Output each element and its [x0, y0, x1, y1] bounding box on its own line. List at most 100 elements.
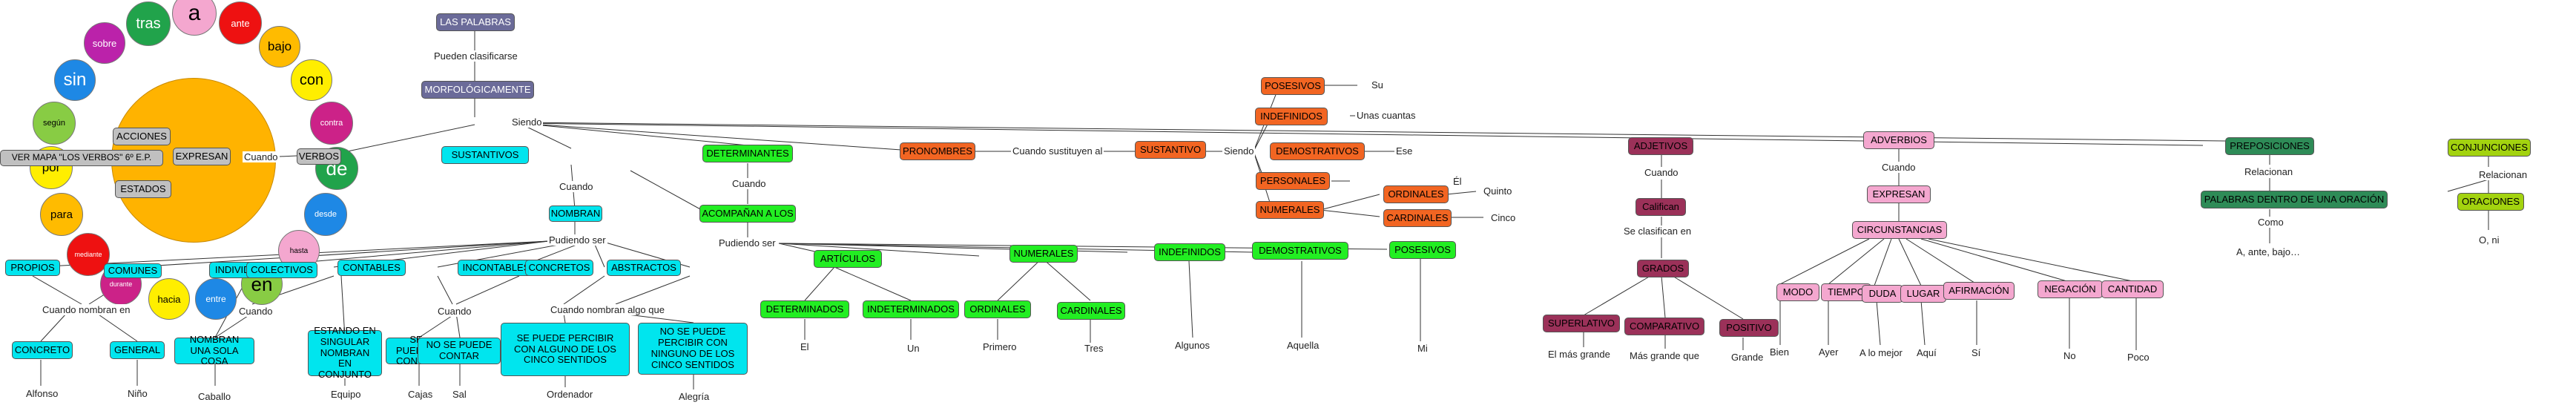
label-pron-ese: Ese	[1394, 145, 1414, 157]
node-adverbios: ADVERBIOS	[1863, 131, 1934, 149]
label-cuando-nombran-en: Cuando nombran en	[41, 304, 132, 315]
label-det-cuando: Cuando	[731, 178, 768, 189]
label-no: No	[2062, 350, 2078, 361]
label-nino: Niño	[126, 388, 149, 399]
label-adj-cuando: Cuando	[1643, 167, 1680, 178]
node-pron-demostrativos: DEMOSTRATIVOS	[1270, 142, 1365, 160]
label-pron-quinto: Quinto	[1482, 185, 1514, 197]
circle-entre: entre	[195, 278, 237, 320]
node-pron-personales: PERSONALES	[1256, 172, 1330, 190]
node-lugar: LUGAR	[1900, 285, 1946, 303]
node-det-numerales: NUMERALES	[1009, 245, 1078, 263]
node-det-demostrativos: DEMOSTRATIVOS	[1252, 242, 1348, 260]
node-pronombres: PRONOMBRES	[900, 142, 975, 160]
label-pron-el: Él	[1452, 176, 1463, 187]
label-bien: Bien	[1768, 346, 1791, 358]
node-determinados: DETERMINADOS	[760, 300, 849, 318]
circle-a: a	[172, 0, 217, 36]
circle-sobre: sobre	[84, 22, 125, 64]
label-det-el: El	[799, 341, 811, 352]
node-comunes: COMUNES	[104, 263, 162, 278]
node-nombran: NOMBRAN	[549, 206, 602, 222]
node-pron-cardinales: CARDINALES	[1383, 209, 1452, 227]
circle-desde: desde	[304, 193, 347, 236]
label-cajas: Cajas	[406, 389, 435, 400]
label-a-lo-mejor: A lo mejor	[1858, 347, 1904, 358]
circle-bajo: bajo	[259, 26, 300, 68]
label-det-pudiendo-ser: Pudiendo ser	[717, 237, 777, 249]
node-contables: CONTABLES	[337, 260, 406, 276]
node-det-posesivos: POSESIVOS	[1389, 241, 1456, 259]
node-indeterminados: INDETERMINADOS	[863, 300, 959, 318]
node-califican: Califican	[1635, 198, 1686, 216]
label-ordenador: Ordenador	[545, 389, 595, 400]
label-mas-grande-que: Más grande que	[1628, 350, 1701, 361]
node-palabras-dentro-oracion: PALABRAS DENTRO DE UNA ORACIÓN	[2201, 191, 2388, 208]
label-conj-ejemplos: O, ni	[2477, 234, 2501, 246]
node-adjetivos: ADJETIVOS	[1628, 137, 1693, 155]
label-poco: Poco	[2126, 352, 2151, 363]
label-contables-cuando: Cuando	[436, 306, 473, 317]
node-superlativo: SUPERLATIVO	[1543, 315, 1620, 332]
node-modo: MODO	[1776, 283, 1819, 301]
node-determinantes: DETERMINANTES	[702, 145, 793, 162]
label-det-un: Un	[906, 343, 921, 354]
label-det-aquella: Aquella	[1285, 340, 1321, 351]
link-ver-mapa-verbos[interactable]: VER MAPA "LOS VERBOS" 6º E.P.	[0, 150, 163, 166]
label-cuando-sustituyen-al: Cuando sustituyen al	[1011, 145, 1104, 157]
label-alfonso: Alfonso	[24, 388, 60, 399]
label-prep-relacionan: Relacionan	[2243, 166, 2295, 177]
node-adv-expresan: EXPRESAN	[1867, 185, 1931, 203]
circle-para: para	[40, 193, 83, 236]
label-det-mi: Mi	[1416, 343, 1429, 354]
node-cantidad: CANTIDAD	[2101, 280, 2164, 298]
node-articulos: ARTÍCULOS	[814, 250, 882, 268]
label-pueden-clasificarse: Pueden clasificarse	[432, 50, 519, 62]
node-no-se-puede-percibir: NO SE PUEDE PERCIBIR CON NINGUNO DE LOS …	[638, 323, 748, 375]
node-sustantivo: SUSTANTIVO	[1135, 141, 1206, 159]
circle-tras: tras	[126, 1, 171, 46]
circle-ante: ante	[219, 1, 262, 45]
node-propios: PROPIOS	[5, 260, 60, 276]
label-si: Sí	[1970, 347, 1983, 358]
node-nombran-una-sola-cosa: NOMBRAN UNA SOLA COSA	[174, 334, 254, 366]
label-det-primero: Primero	[981, 341, 1018, 352]
label-det-algunos: Algunos	[1173, 340, 1211, 351]
label-equipo: Equipo	[329, 389, 363, 400]
label-det-tres: Tres	[1083, 343, 1105, 354]
node-estados: ESTADOS	[115, 180, 171, 198]
node-oraciones: ORACIONES	[2457, 193, 2524, 211]
node-grados: GRADOS	[1637, 260, 1689, 277]
label-pron-cinco: Cinco	[1489, 212, 1518, 223]
node-acciones: ACCIONES	[113, 128, 171, 145]
node-colectivos: COLECTIVOS	[246, 262, 317, 278]
node-acompanan-a-los: ACOMPAÑAN A LOS	[699, 205, 796, 223]
label-conj-relacionan: Relacionan	[2477, 169, 2529, 180]
label-prep-ejemplos: A, ante, bajo…	[2235, 246, 2302, 257]
node-las-palabras: LAS PALABRAS	[436, 13, 515, 31]
node-circunstancias: CIRCUNSTANCIAS	[1852, 221, 1947, 239]
node-incontables: INCONTABLES	[458, 260, 535, 276]
node-det-cardinales: CARDINALES	[1057, 302, 1125, 320]
circle-hacia: hacia	[148, 278, 190, 320]
node-det-ordinales: ORDINALES	[964, 300, 1031, 318]
node-abstractos: ABSTRACTOS	[607, 260, 681, 276]
node-concretos: CONCRETOS	[525, 260, 593, 276]
label-siendo: Siendo	[510, 116, 544, 128]
node-pron-indefinidos: INDEFINIDOS	[1255, 108, 1328, 125]
label-cuando-nombran-algo-que: Cuando nombran algo que	[549, 304, 666, 315]
label-pron-su: Su	[1370, 79, 1385, 91]
node-pron-posesivos: POSESIVOS	[1261, 77, 1325, 95]
label-sust-cuando2: Cuando	[237, 306, 274, 317]
node-expresan-verbos: EXPRESAN	[173, 148, 231, 165]
circle-mediante: mediante	[67, 233, 110, 276]
node-pron-numerales: NUMERALES	[1256, 201, 1324, 219]
circle-segun: según	[33, 102, 76, 145]
node-no-se-puede-contar: NO SE PUEDE CONTAR	[418, 338, 501, 364]
label-se-clasifican-en: Se clasifican en	[1622, 226, 1693, 237]
label-grande: Grande	[1730, 352, 1765, 363]
circle-con: con	[291, 59, 332, 101]
label-sust-cuando: Cuando	[558, 181, 595, 192]
node-det-indefinidos: INDEFINIDOS	[1154, 243, 1225, 261]
node-positivo: POSITIVO	[1719, 319, 1779, 337]
